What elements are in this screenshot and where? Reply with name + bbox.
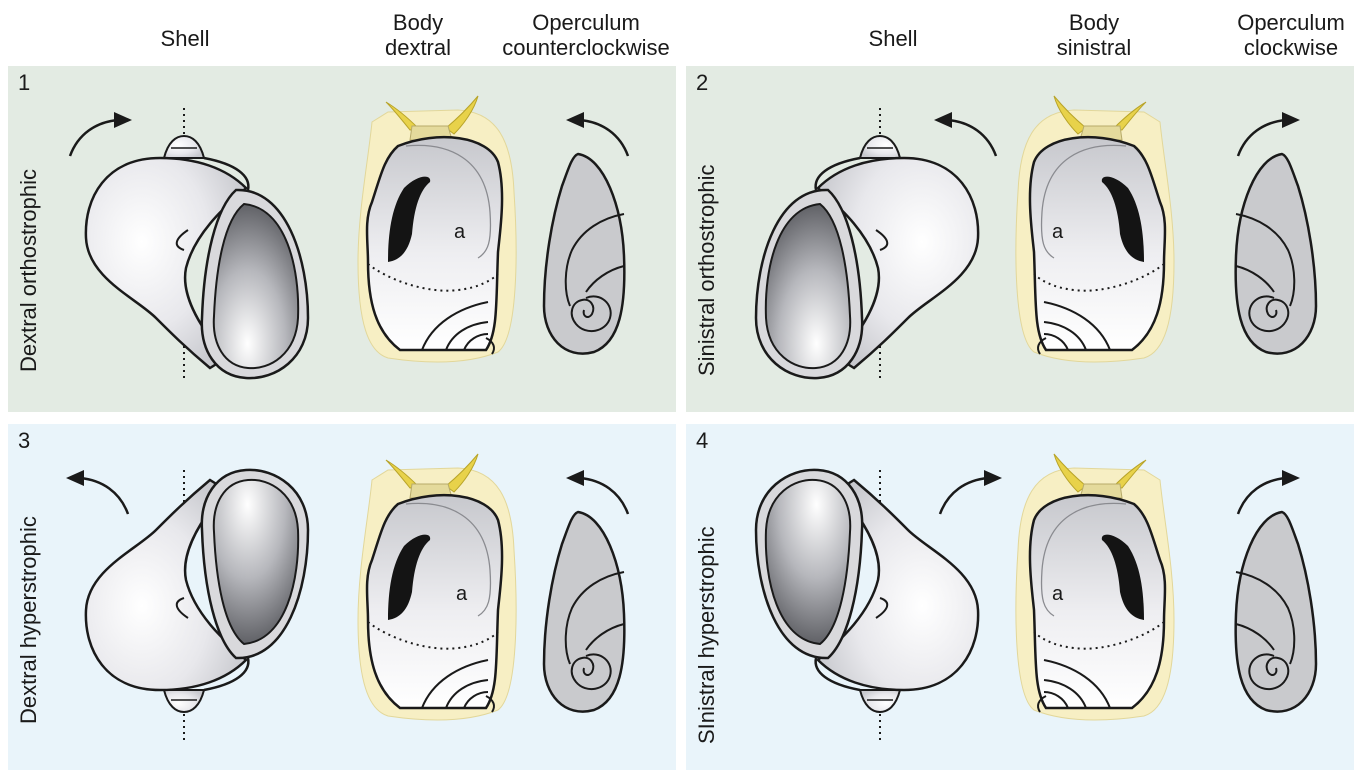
operculum-icon [1236,512,1316,712]
operculum-icon [544,512,624,712]
shell-icon [86,468,308,740]
panel-dextral-hyperstrophic: 3 Dextral hyperstrophic a [8,424,676,770]
panel-sinistral-hyperstrophic: 4 SInistral hyperstrophic a [686,424,1354,770]
panel-sinistral-orthostrophic: 2 Sinistral orthostrophic a [686,66,1354,412]
header-right-body-line1: Body [1034,10,1154,35]
rotation-arrow-icon [70,112,132,156]
header-right-body-line2: sinistral [1034,35,1154,60]
header-left-body-line2: dextral [358,35,478,60]
rotation-arrow-icon [1238,112,1300,156]
header-right-operculum-line2: clockwise [1226,35,1354,60]
header-right-shell: Shell [848,26,938,51]
body-label-a: a [454,221,466,243]
shell-icon [756,108,978,380]
panel-dextral-orthostrophic: 1 Dextral orthostrophic a [8,66,676,412]
header-left-operculum-line1: Operculum [472,10,700,35]
body-label-a: a [1052,221,1064,243]
panel-2-art: a [686,66,1354,412]
rotation-arrow-icon [1238,470,1300,514]
shell-icon [756,468,978,740]
operculum-icon [544,154,624,354]
body-icon [1016,96,1174,362]
header-left-operculum-line2: counterclockwise [472,35,700,60]
header-left-operculum: Operculum counterclockwise [472,10,700,60]
rotation-arrow-icon [566,470,628,514]
header-left-body: Body dextral [358,10,478,60]
body-icon [358,96,516,362]
panel-3-art: a [8,424,676,770]
rotation-arrow-icon [566,112,628,156]
body-label-a: a [1052,583,1064,605]
panel-4-art: a [686,424,1354,770]
rotation-arrow-icon [940,470,1002,514]
header-right-body: Body sinistral [1034,10,1154,60]
operculum-icon [1236,154,1316,354]
rotation-arrow-icon [66,470,128,514]
rotation-arrow-icon [934,112,996,156]
body-label-a: a [456,583,468,605]
shell-icon [86,108,308,380]
header-right-operculum-line1: Operculum [1226,10,1354,35]
panel-1-art: a [8,66,676,412]
header-left-body-line1: Body [358,10,478,35]
body-icon [1016,454,1174,720]
header-left-shell: Shell [140,26,230,51]
body-icon [358,454,516,720]
header-right-operculum: Operculum clockwise [1226,10,1354,60]
